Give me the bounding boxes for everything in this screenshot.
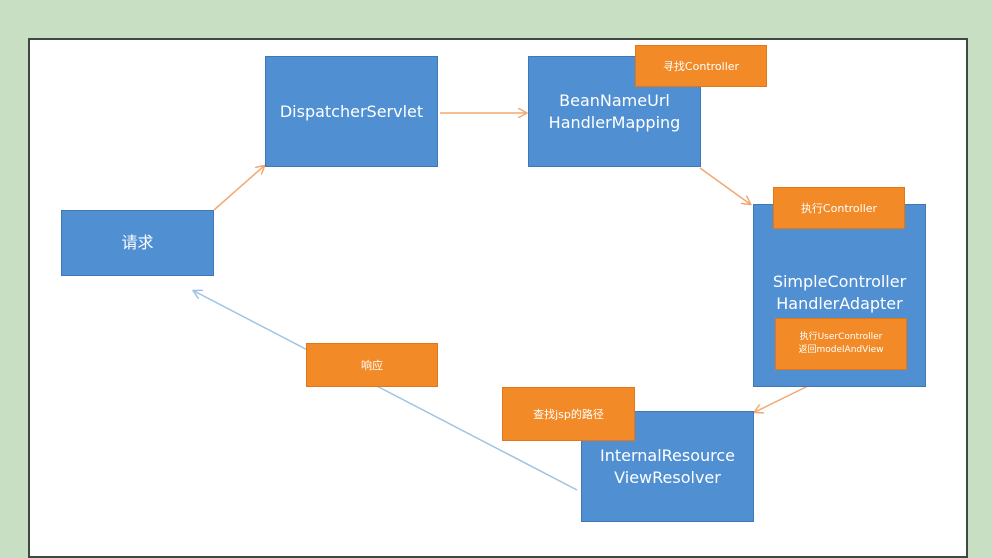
- response-text: 响应: [361, 358, 383, 372]
- find-jsp-path-tag: 查找jsp的路径: [502, 387, 635, 441]
- flow-arrows: [0, 0, 809, 491]
- arrow-resolver-to-request: [194, 291, 578, 491]
- execute-controller-tag: 执行Controller: [773, 187, 905, 229]
- handler-mapping-label-line2: HandlerMapping: [548, 112, 681, 132]
- request-node: 请求: [61, 210, 214, 276]
- handler-mapping-node: BeanNameUrl HandlerMapping: [528, 56, 701, 167]
- arrow-mapping-to-adapter: [699, 167, 750, 204]
- execute-user-controller-line1: 执行UserController: [799, 332, 883, 342]
- view-resolver-label-line2: ViewResolver: [614, 467, 721, 487]
- find-jsp-path-text: 查找jsp的路径: [533, 407, 604, 421]
- arrow-request-to-dispatcher: [213, 166, 264, 211]
- handler-mapping-label-line1: BeanNameUrl: [559, 90, 670, 110]
- execute-controller-text: 执行Controller: [800, 201, 878, 215]
- request-label: 请求: [121, 233, 154, 252]
- handler-adapter-label-line1: SimpleController: [772, 272, 907, 291]
- execute-user-controller-line2: 返回modelAndView: [798, 345, 884, 355]
- arrow-adapter-to-resolver: [755, 385, 809, 412]
- response-tag: 响应: [306, 343, 438, 387]
- execute-user-controller-tag: 执行UserController 返回modelAndView: [775, 318, 907, 370]
- view-resolver-label-line1: InternalResource: [599, 445, 736, 465]
- find-controller-text: 寻找Controller: [662, 59, 740, 73]
- dispatcher-servlet-node: DispatcherServlet: [265, 56, 438, 167]
- dispatcher-servlet-label: DispatcherServlet: [279, 101, 424, 121]
- handler-adapter-label-line2: HandlerAdapter: [776, 294, 903, 313]
- find-controller-tag: 寻找Controller: [635, 45, 767, 87]
